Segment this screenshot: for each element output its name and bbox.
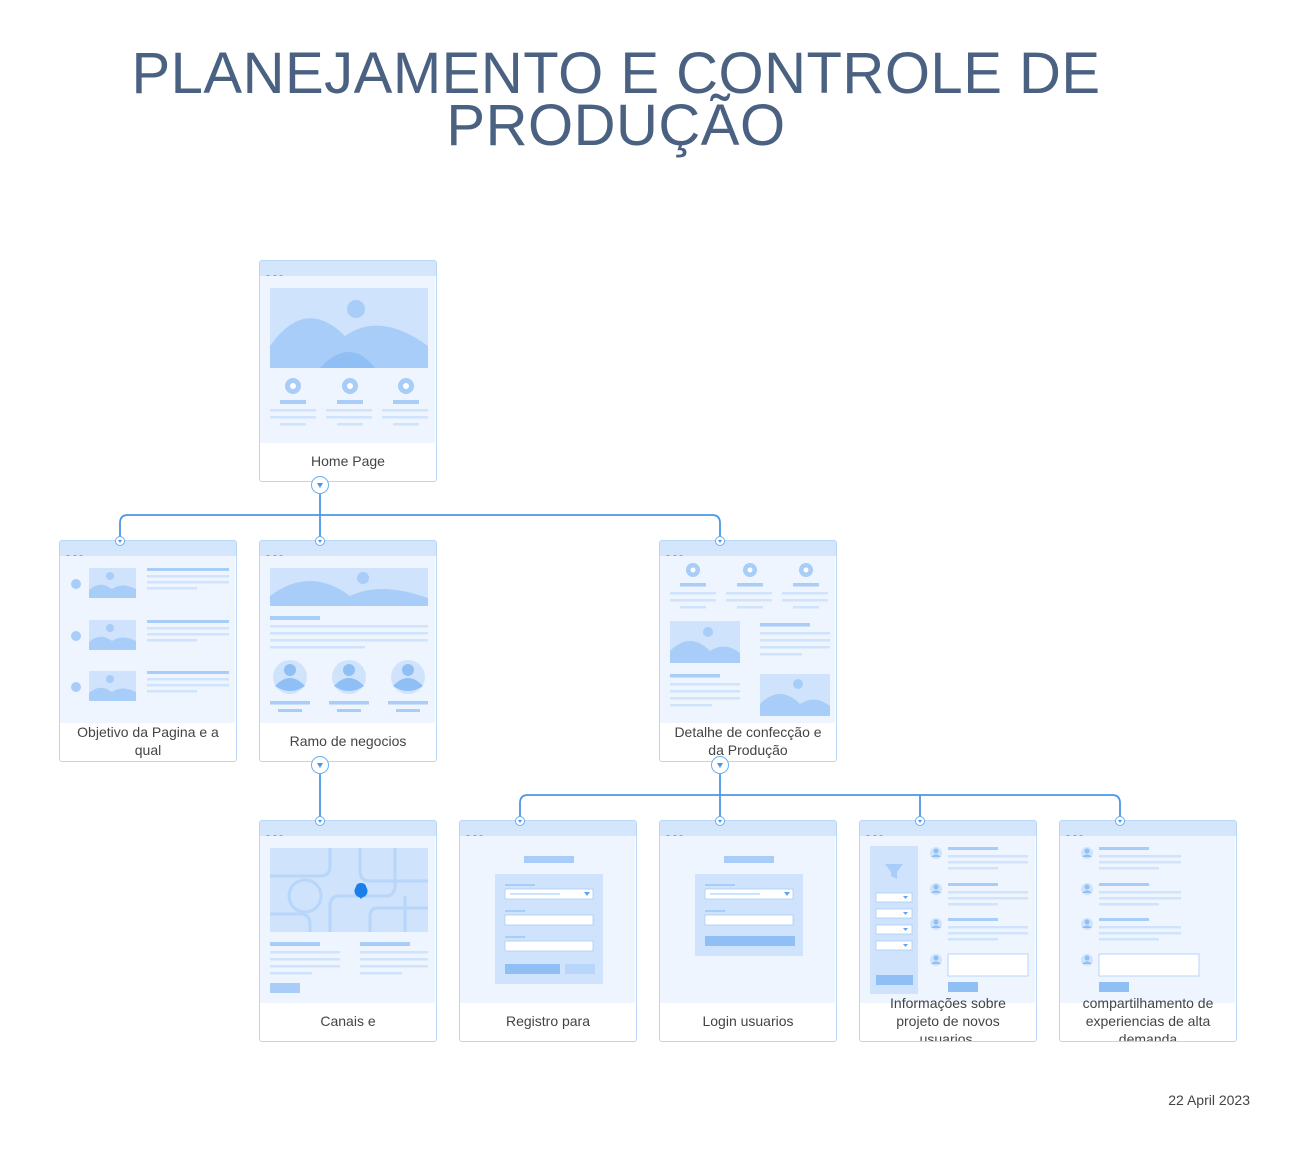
- node-registro[interactable]: Registro para: [459, 820, 637, 1042]
- node-detalhe[interactable]: Detalhe de confecção e da Produção: [659, 540, 837, 762]
- connection-point-icon: [315, 536, 325, 546]
- node-label: Home Page: [311, 453, 385, 469]
- home-page-wireframe: [260, 276, 435, 443]
- node-canais[interactable]: Canais e: [259, 820, 437, 1042]
- connection-point-icon: [1115, 816, 1125, 826]
- page-title: PLANEJAMENTO E CONTROLE DE PRODUÇÃO: [131, 41, 1101, 158]
- node-label: Detalhe de confecção e da Produção: [674, 724, 822, 758]
- login-form-wireframe: [660, 836, 835, 1003]
- node-label: Login usuarios: [702, 1013, 794, 1029]
- node-label: Objetivo da Pagina e a qual: [77, 724, 219, 758]
- node-compartilhamento[interactable]: compartilhamento de experiencias de alta…: [1059, 820, 1237, 1042]
- node-login[interactable]: Login usuarios: [659, 820, 837, 1042]
- date-stamp: 22 April 2023: [1168, 1092, 1250, 1108]
- node-home-page[interactable]: Home Page: [259, 260, 437, 482]
- node-label: Registro para: [505, 1013, 591, 1029]
- collapse-toggle-icon[interactable]: [311, 756, 329, 774]
- node-ramo[interactable]: Ramo de negocios: [259, 540, 437, 762]
- comments-wireframe: [1060, 836, 1235, 1003]
- node-objetivo[interactable]: Objetivo da Pagina e a qual: [59, 540, 237, 762]
- node-label: compartilhamento de experiencias de alta…: [1082, 995, 1214, 1042]
- connection-point-icon: [315, 816, 325, 826]
- connection-point-icon: [715, 536, 725, 546]
- node-informacoes[interactable]: Informações sobre projeto de novos usuar…: [859, 820, 1037, 1042]
- connection-point-icon: [715, 816, 725, 826]
- list-wireframe: [60, 556, 235, 723]
- collapse-toggle-icon[interactable]: [711, 756, 729, 774]
- node-label: Ramo de negocios: [289, 733, 407, 749]
- map-wireframe: [260, 836, 435, 1003]
- filter-list-wireframe: [860, 836, 1035, 1003]
- collapse-toggle-icon[interactable]: [311, 476, 329, 494]
- team-wireframe: [260, 556, 435, 723]
- connection-point-icon: [515, 816, 525, 826]
- register-form-wireframe: [460, 836, 635, 1003]
- node-label: Canais e: [320, 1013, 376, 1029]
- connection-point-icon: [115, 536, 125, 546]
- node-label: Informações sobre projeto de novos usuar…: [890, 995, 1006, 1042]
- connection-point-icon: [915, 816, 925, 826]
- features-wireframe: [660, 556, 835, 723]
